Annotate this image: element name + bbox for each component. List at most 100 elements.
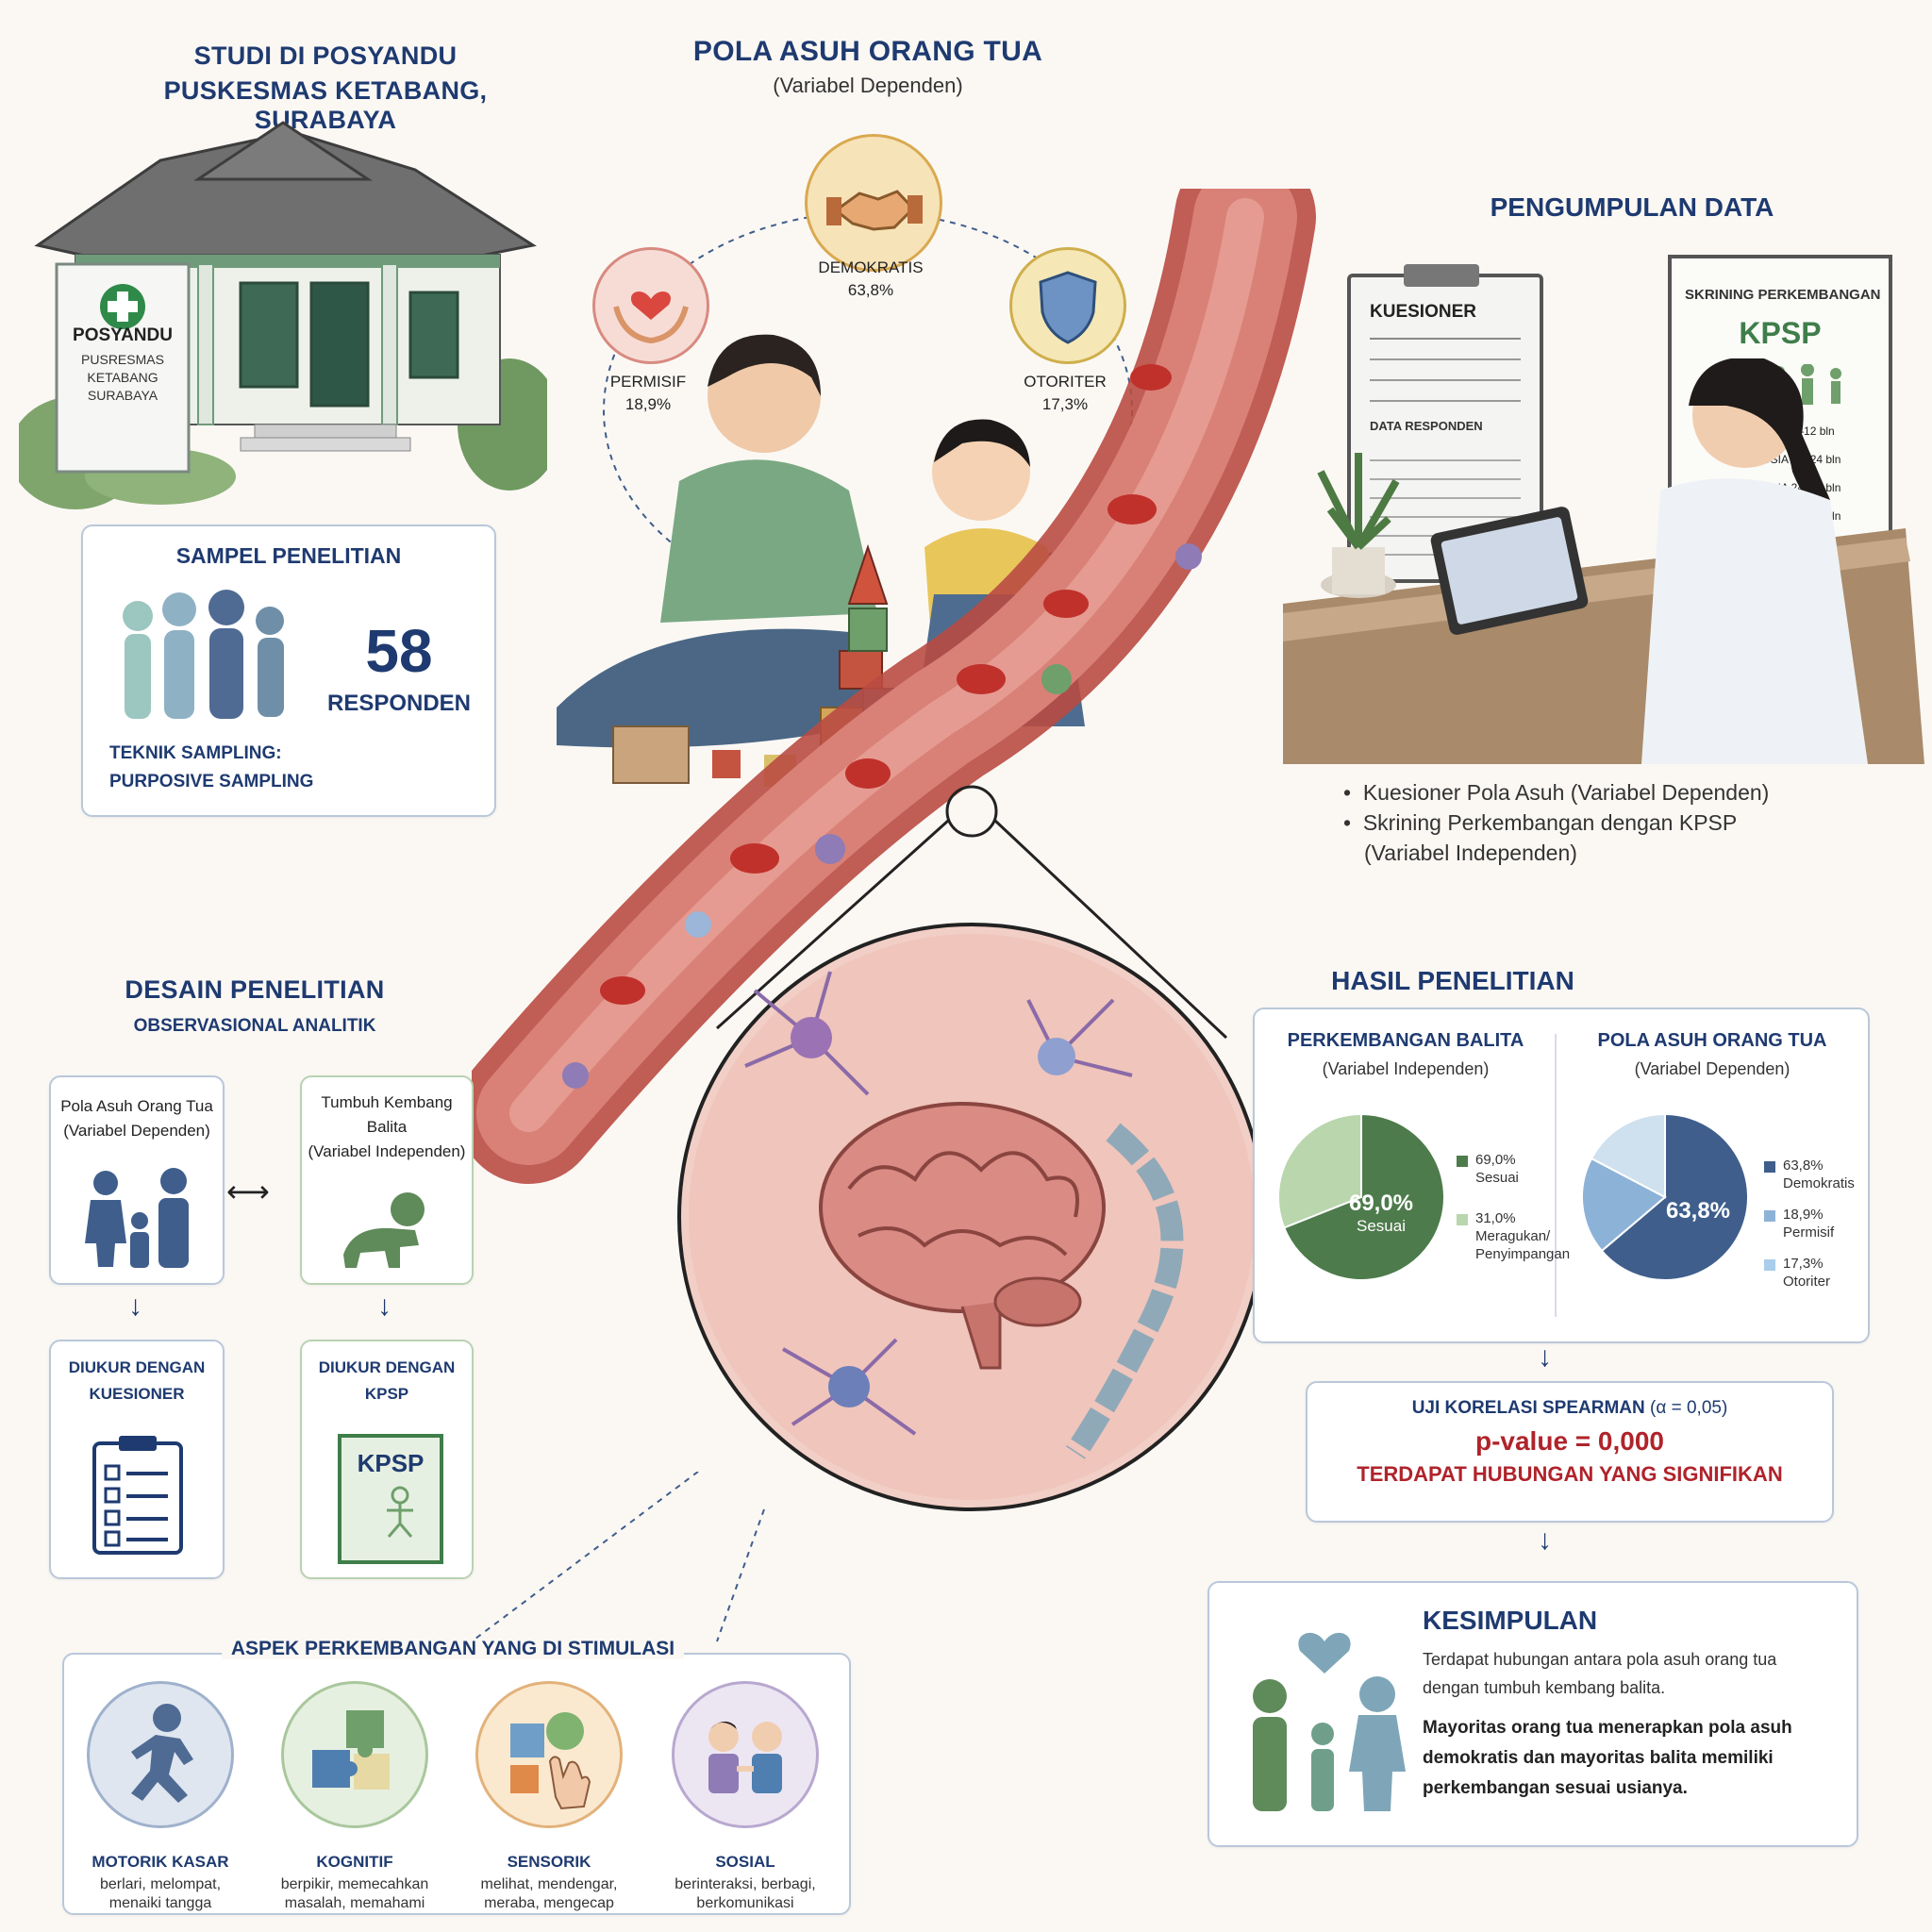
people-group-icon: [123, 590, 284, 719]
demokratis-label: DEMOKRATIS 63,8%: [786, 257, 956, 302]
pie-slice-demokratis: [1600, 1112, 1749, 1281]
aspect-sensorik-desc2: meraba, mengecap: [484, 1895, 614, 1911]
pie2-legend-permisif: 18,9%Permisif: [1764, 1206, 1858, 1241]
conclusion-bold3: perkembangan sesuai usianya.: [1423, 1778, 1688, 1798]
sample-count: 58: [365, 617, 433, 685]
aspect-motorik-desc2: menaiki tangga: [108, 1895, 212, 1911]
sign-line-2: PUSRESMAS: [81, 352, 164, 367]
otoriter-value: 17,3%: [1041, 395, 1089, 413]
design-parenting-line1: Pola Asuh Orang Tua: [60, 1097, 213, 1115]
conclusion-box: KESIMPULAN Terdapat hubungan antara pola…: [1208, 1581, 1858, 1847]
spearman-box: UJI KORELASI SPEARMAN (α = 0,05) p-value…: [1306, 1381, 1834, 1523]
pie2-center-value: 63,8%: [1665, 1198, 1731, 1224]
results-right-sub: (Variabel Dependen): [1634, 1059, 1790, 1078]
posyandu-building-illustration: [19, 121, 547, 509]
parenting-title: POLA ASUH ORANG TUA: [692, 36, 1043, 67]
development-pie-chart: [1277, 1112, 1445, 1281]
aspects-title-wrap: ASPEK PERKEMBANGAN YANG DI STIMULASI: [170, 1638, 736, 1660]
children-icon: [672, 1681, 819, 1828]
sampling-technique-line2: PURPOSIVE SAMPLING: [109, 772, 314, 791]
pie1-legend-sesuai-value: 69,0%: [1475, 1152, 1516, 1168]
study-site-title: STUDI DI POSYANDU PUSKESMAS KETABANG, SU…: [113, 42, 538, 135]
measure-kpsp-box: DIUKUR DENGAN KPSP KPSP: [300, 1340, 474, 1579]
results-right-title: POLA ASUH ORANG TUA: [1597, 1030, 1827, 1051]
aspect-motorik-desc: berlari, melompat, menaiki tangga: [66, 1875, 255, 1913]
aspects-title: ASPEK PERKEMBANGAN YANG DI STIMULASI: [221, 1638, 685, 1659]
spearman-pvalue: p-value = 0,000: [1474, 1426, 1664, 1456]
sign-line-4: SURABAYA: [87, 388, 158, 403]
kpsp-book-title: KPSP: [357, 1449, 425, 1477]
pie1-swatch-sesuai: [1457, 1156, 1468, 1167]
permisif-circle: [592, 247, 709, 364]
design-heading: DESAIN PENELITIAN OBSERVASIONAL ANALITIK: [94, 975, 415, 1037]
aspect-kognitif-desc: berpikir, memecahkan masalah, memahami: [260, 1875, 449, 1913]
aspect-sensorik-desc1: melihat, mendengar,: [480, 1876, 618, 1892]
permisif-value: 18,9%: [625, 395, 672, 413]
aspect-motorik-title: MOTORIK KASAR: [92, 1853, 229, 1871]
data-collection-title: PENGUMPULAN DATA: [1490, 192, 1774, 222]
design-parenting-line2: (Variabel Dependen): [63, 1122, 210, 1140]
pie-slice-meragukan-penyimpangan: [1277, 1112, 1362, 1229]
pie2-swatch-otoriter: [1764, 1259, 1775, 1271]
aspect-sosial-title: SOSIAL: [715, 1853, 775, 1871]
aspect-sensorik-desc: melihat, mendengar, meraba, mengecap: [455, 1875, 643, 1913]
data-collection-bullets: • Kuesioner Pola Asuh (Variabel Dependen…: [1343, 777, 1909, 868]
bullet-kpsp: • Skrining Perkembangan dengan KPSP: [1343, 810, 1738, 835]
checklist-clipboard-icon: [92, 1436, 183, 1555]
design-development-line2: Balita: [366, 1118, 408, 1136]
heart-hands-icon: [613, 291, 689, 344]
conclusion-text: KESIMPULAN Terdapat hubungan antara pola…: [1423, 1606, 1838, 1804]
running-child-icon: [87, 1681, 234, 1828]
design-development-box: Tumbuh Kembang Balita (Variabel Independ…: [300, 1075, 474, 1285]
pie1-legend: 69,0%Sesuai 31,0%Meragukan/ Penyimpangan: [1457, 1151, 1570, 1276]
design-development-line3: (Variabel Independen): [308, 1142, 466, 1160]
bullet-kpsp-text: Skrining Perkembangan dengan KPSP: [1362, 810, 1738, 835]
pie1-legend-meragukan-label: Meragukan/ Penyimpangan: [1475, 1228, 1571, 1262]
puzzle-icon: [281, 1681, 428, 1828]
pie2-legend-permisif-label: Permisif: [1783, 1224, 1835, 1241]
otoriter-name: OTORITER: [1024, 373, 1107, 391]
bullet-kpsp-variable: (Variabel Independen): [1364, 841, 1577, 865]
down-arrow-right: ↓: [377, 1291, 391, 1322]
measure-questionnaire-line1: DIUKUR DENGAN: [68, 1358, 206, 1376]
bullet-questionnaire: • Kuesioner Pola Asuh (Variabel Dependen…: [1343, 780, 1770, 805]
sign-line-1: POSYANDU: [73, 325, 173, 345]
aspect-kognitif-desc1: berpikir, memecahkan: [280, 1876, 429, 1892]
pie-slice-sesuai: [1282, 1112, 1445, 1281]
pie-slice-permisif: [1581, 1157, 1667, 1253]
pie2-legend-demokratis-value: 63,8%: [1783, 1158, 1824, 1174]
design-development-line1: Tumbuh Kembang: [321, 1093, 453, 1111]
results-title: HASIL PENELITIAN: [1331, 966, 1574, 995]
bullet-questionnaire-text: Kuesioner Pola Asuh (Variabel Dependen): [1362, 780, 1770, 805]
demokratis-name: DEMOKRATIS: [818, 258, 924, 276]
design-title: DESAIN PENELITIAN: [125, 975, 385, 1004]
pie2-swatch-permisif: [1764, 1210, 1775, 1222]
dashed-connector-lines: [471, 1472, 765, 1642]
spearman-result: TERDAPAT HUBUNGAN YANG SIGNIFIKAN: [1357, 1462, 1783, 1486]
pie1-center-sub: Sesuai: [1357, 1217, 1406, 1235]
aspect-kognitif-desc2: masalah, memahami: [284, 1895, 425, 1911]
permisif-label: PERMISIF 18,9%: [587, 371, 709, 416]
measure-kpsp-line2: KPSP: [364, 1385, 409, 1403]
conclusion-title: KESIMPULAN: [1423, 1606, 1598, 1635]
demokratis-circle: [805, 134, 942, 272]
results-left-sub: (Variabel Independen): [1322, 1059, 1490, 1078]
parenting-heading: POLA ASUH ORANG TUA (Variabel Dependen): [651, 36, 1085, 98]
sample-title: SAMPEL PENELITIAN: [175, 543, 402, 568]
pie1-legend-sesuai-label: Sesuai: [1475, 1170, 1519, 1186]
demokratis-value: 63,8%: [847, 281, 894, 299]
otoriter-label: OTORITER 17,3%: [1004, 371, 1126, 416]
pie1-legend-sesuai: 69,0% Sesuai: [1457, 1151, 1555, 1187]
aspect-motorik: MOTORIK KASAR berlari, melompat, menaiki …: [66, 1681, 255, 1913]
aspect-sensorik: SENSORIK melihat, mendengar,meraba, meng…: [455, 1681, 643, 1913]
conclusion-bold1: Mayoritas orang tua menerapkan pola asuh: [1423, 1718, 1792, 1738]
pie2-swatch-demokratis: [1764, 1161, 1775, 1173]
parenting-pie-chart: [1581, 1112, 1749, 1281]
aspect-motorik-desc1: berlari, melompat,: [99, 1876, 222, 1892]
aspect-sosial-desc2: berkomunikasi: [696, 1895, 794, 1911]
pie2-legend-otoriter: 17,3%Otoriter: [1764, 1255, 1858, 1291]
pie2-legend: 63,8%Demokratis 18,9%Permisif 17,3%Otori…: [1764, 1157, 1858, 1304]
aspect-sosial: SOSIAL berinteraksi, berbagi,berkomunika…: [651, 1681, 840, 1913]
conclusion-line2: dengan tumbuh kembang balita.: [1423, 1678, 1666, 1697]
